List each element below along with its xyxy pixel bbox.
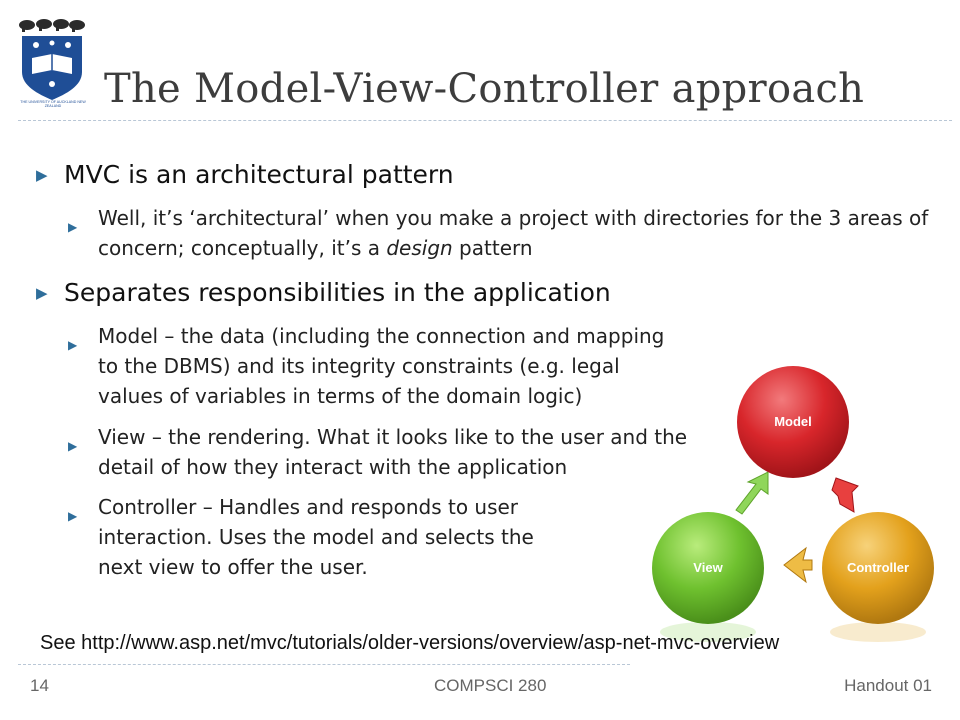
sub-bullet-text: Model – the data (including the connecti… [98, 324, 665, 408]
model-label: Model [774, 414, 812, 429]
sub-bullet-text-after: pattern [452, 236, 533, 260]
bullet-arrow-icon: ▶ [68, 220, 78, 234]
bullet-separates-responsibilities: ▶ Separates responsibilities in the appl… [36, 278, 611, 307]
bullet-mvc-pattern: ▶ MVC is an architectural pattern [36, 160, 454, 189]
view-reflection [660, 622, 756, 642]
logo-caption: THE UNIVERSITY OF AUCKLAND NEW ZEALAND [20, 100, 86, 108]
reference-link[interactable]: See http://www.asp.net/mvc/tutorials/old… [40, 632, 780, 654]
university-logo: THE UNIVERSITY OF AUCKLAND NEW ZEALAND [14, 14, 90, 110]
model-node [737, 366, 849, 478]
view-node [652, 512, 764, 624]
mvc-cycle-diagram: Model View Controller [652, 366, 934, 642]
emphasis-design: design [386, 236, 453, 260]
sub-bullet-text: View – the rendering. What it looks like… [98, 425, 688, 479]
footer-divider [18, 664, 630, 665]
university-crest-icon [16, 19, 88, 109]
controller-label: Controller [847, 560, 909, 575]
sub-bullet-model: ▶ Model – the data (including the connec… [68, 321, 678, 411]
bullet-arrow-icon: ▶ [68, 509, 78, 523]
sub-bullet-text-before: Well, it’s ‘architectural’ when you make… [98, 206, 929, 260]
sub-bullet-controller: ▶ Controller – Handles and responds to u… [68, 492, 568, 582]
controller-node [822, 512, 934, 624]
page-number: 14 [30, 676, 49, 695]
sub-bullet-view: ▶ View – the rendering. What it looks li… [68, 422, 688, 482]
controller-to-model-arrow-icon [831, 477, 859, 513]
sub-bullet-text: Well, it’s ‘architectural’ when you make… [98, 203, 938, 263]
title-divider [18, 120, 952, 121]
slide-title: The Model-View-Controller approach [104, 66, 865, 112]
handout-label: Handout 01 [844, 676, 932, 695]
bullet-arrow-icon: ▶ [68, 439, 78, 453]
sub-bullet-architectural: ▶ Well, it’s ‘architectural’ when you ma… [68, 203, 938, 263]
view-to-model-arrow-icon [735, 471, 769, 515]
bullet-text: MVC is an architectural pattern [64, 160, 454, 189]
bullet-arrow-icon: ▶ [36, 166, 48, 184]
bullet-arrow-icon: ▶ [68, 338, 78, 352]
view-label: View [693, 560, 723, 575]
course-code: COMPSCI 280 [434, 676, 547, 695]
controller-reflection [830, 622, 926, 642]
sub-bullet-text: Controller – Handles and responds to use… [98, 495, 534, 579]
bullet-arrow-icon: ▶ [36, 284, 48, 302]
bullet-text: Separates responsibilities in the applic… [64, 278, 611, 307]
controller-to-view-arrow-icon [783, 546, 813, 584]
